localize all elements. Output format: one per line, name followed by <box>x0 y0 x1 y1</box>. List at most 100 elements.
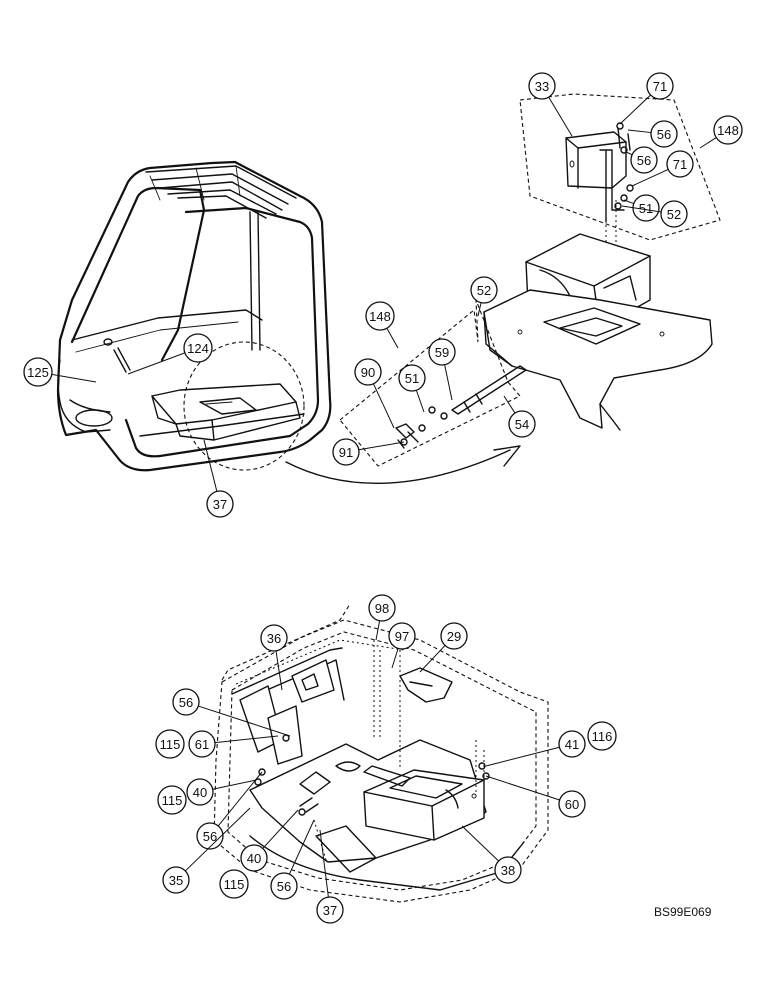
callout-label: 71 <box>673 157 687 172</box>
callout-56: 56 <box>270 819 315 900</box>
callout-116: 116 <box>587 721 617 751</box>
callout-leader <box>212 779 257 790</box>
callout-leader <box>262 809 299 849</box>
callout-label: 38 <box>501 863 515 878</box>
callout-circle <box>630 146 658 174</box>
callout-circle <box>188 730 216 758</box>
detail-arrow <box>285 449 511 485</box>
callout-circle <box>528 72 556 100</box>
callout-115: 115 <box>157 785 187 815</box>
callout-circle <box>23 357 53 387</box>
cab-frame <box>56 160 332 472</box>
callout-circle <box>332 438 360 466</box>
callout-label: 37 <box>213 497 227 512</box>
callout-label: 125 <box>27 365 49 380</box>
callout-label: 148 <box>369 309 391 324</box>
callout-leader <box>198 705 291 737</box>
callout-label: 41 <box>565 737 579 752</box>
callout-label: 115 <box>160 737 181 752</box>
callout-leader <box>127 352 186 375</box>
callout-circle <box>172 688 200 716</box>
callout-label: 91 <box>339 445 353 460</box>
callout-54: 54 <box>503 395 536 438</box>
callout-61: 61 <box>188 730 279 758</box>
callout-29: 29 <box>419 622 468 673</box>
callout-leader <box>51 373 97 383</box>
console-assembly <box>339 93 721 467</box>
callout-label: 61 <box>195 737 209 752</box>
callout-label: 56 <box>657 127 671 142</box>
callout-98: 98 <box>368 594 396 641</box>
callout-40: 40 <box>186 778 257 806</box>
callout-circle <box>365 301 395 331</box>
callout-label: 71 <box>653 79 667 94</box>
callout-label: 115 <box>224 877 245 892</box>
callout-35: 35 <box>162 807 251 894</box>
callout-91: 91 <box>332 438 405 466</box>
callout-leader <box>415 390 425 413</box>
callout-circle <box>494 856 522 884</box>
callout-label: 52 <box>667 207 681 222</box>
callout-circle <box>398 364 426 392</box>
callout-148: 148 <box>365 301 399 349</box>
callout-label: 51 <box>639 201 653 216</box>
callout-label: 33 <box>535 79 549 94</box>
callout-leader <box>217 771 263 827</box>
callout-label: 36 <box>267 631 281 646</box>
callout-33: 33 <box>528 72 573 137</box>
callout-circle <box>354 358 382 386</box>
callout-37: 37 <box>316 829 344 924</box>
callout-label: 37 <box>323 903 337 918</box>
detail-arrow-head <box>493 445 521 467</box>
callout-leader <box>184 807 251 872</box>
callout-leader <box>419 645 446 673</box>
callout-label: 56 <box>277 879 291 894</box>
callout-leader <box>373 383 395 429</box>
callout-label: 40 <box>193 785 207 800</box>
callout-circle <box>508 410 536 438</box>
callout-circle <box>270 872 298 900</box>
callout-leader <box>391 648 399 669</box>
callout-circle <box>470 276 498 304</box>
callout-40: 40 <box>240 809 299 872</box>
callout-label: 148 <box>717 123 739 138</box>
callout-52: 52 <box>470 276 498 317</box>
callout-41: 41 <box>485 730 586 767</box>
callout-label: 124 <box>187 341 209 356</box>
callout-label: 51 <box>405 371 419 386</box>
callout-56: 56 <box>627 120 678 148</box>
callout-circle <box>196 822 224 850</box>
detail-circle <box>183 341 305 471</box>
callout-label: 56 <box>179 695 193 710</box>
callout-115: 115 <box>219 869 249 899</box>
callout-circle <box>155 729 185 759</box>
callout-label: 60 <box>565 797 579 812</box>
callout-leader <box>548 96 573 137</box>
callout-circle <box>183 333 213 363</box>
callout-leader <box>699 137 717 149</box>
callout-circle <box>157 785 187 815</box>
callout-leader <box>619 94 651 125</box>
callout-71: 71 <box>619 72 674 125</box>
callout-label: 97 <box>395 629 409 644</box>
callout-label: 29 <box>447 629 461 644</box>
callout-leader <box>375 620 381 641</box>
callout-circle <box>646 72 674 100</box>
callout-label: 40 <box>247 851 261 866</box>
callout-label: 56 <box>637 153 651 168</box>
callout-circle <box>660 200 688 228</box>
callout-leader <box>358 441 405 451</box>
callout-leader <box>319 829 329 898</box>
callout-leader <box>288 819 315 875</box>
callout-leader <box>623 199 634 205</box>
callout-56: 56 <box>172 688 291 737</box>
callout-label: 116 <box>592 729 613 744</box>
callout-56: 56 <box>625 146 658 174</box>
callout-circle <box>650 120 678 148</box>
callout-circle <box>219 869 249 899</box>
callout-circle <box>558 790 586 818</box>
callout-label: 90 <box>361 365 375 380</box>
callout-circle <box>368 594 396 622</box>
